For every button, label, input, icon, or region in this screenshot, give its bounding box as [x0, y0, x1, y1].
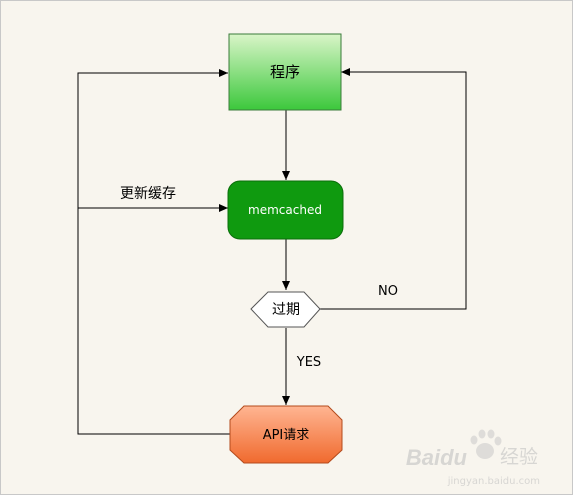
baidu-jingyan-watermark: Baidu 经验 jingyan.baidu.com — [406, 429, 540, 487]
edge-label-yes: YES — [296, 355, 321, 370]
watermark-product: 经验 — [500, 446, 538, 468]
edge-label-no: NO — [378, 284, 398, 299]
node-api-label: API请求 — [263, 428, 310, 443]
watermark-url: jingyan.baidu.com — [447, 476, 540, 487]
node-expired-decision: 过期 — [250, 291, 321, 328]
node-api-request: API请求 — [229, 405, 343, 464]
edge-api-to-program — [77, 69, 230, 435]
node-memcached-label: memcached — [248, 203, 322, 217]
node-memcached: memcached — [227, 180, 344, 240]
node-program: 程序 — [228, 33, 342, 111]
paw-icon — [470, 429, 502, 459]
edge-label-update-cache: 更新缓存 — [120, 186, 176, 202]
node-program-label: 程序 — [270, 63, 300, 81]
edge-expired-no-to-program — [320, 68, 467, 310]
watermark-brand: Baidu — [406, 445, 468, 470]
node-expired-label: 过期 — [272, 302, 300, 318]
